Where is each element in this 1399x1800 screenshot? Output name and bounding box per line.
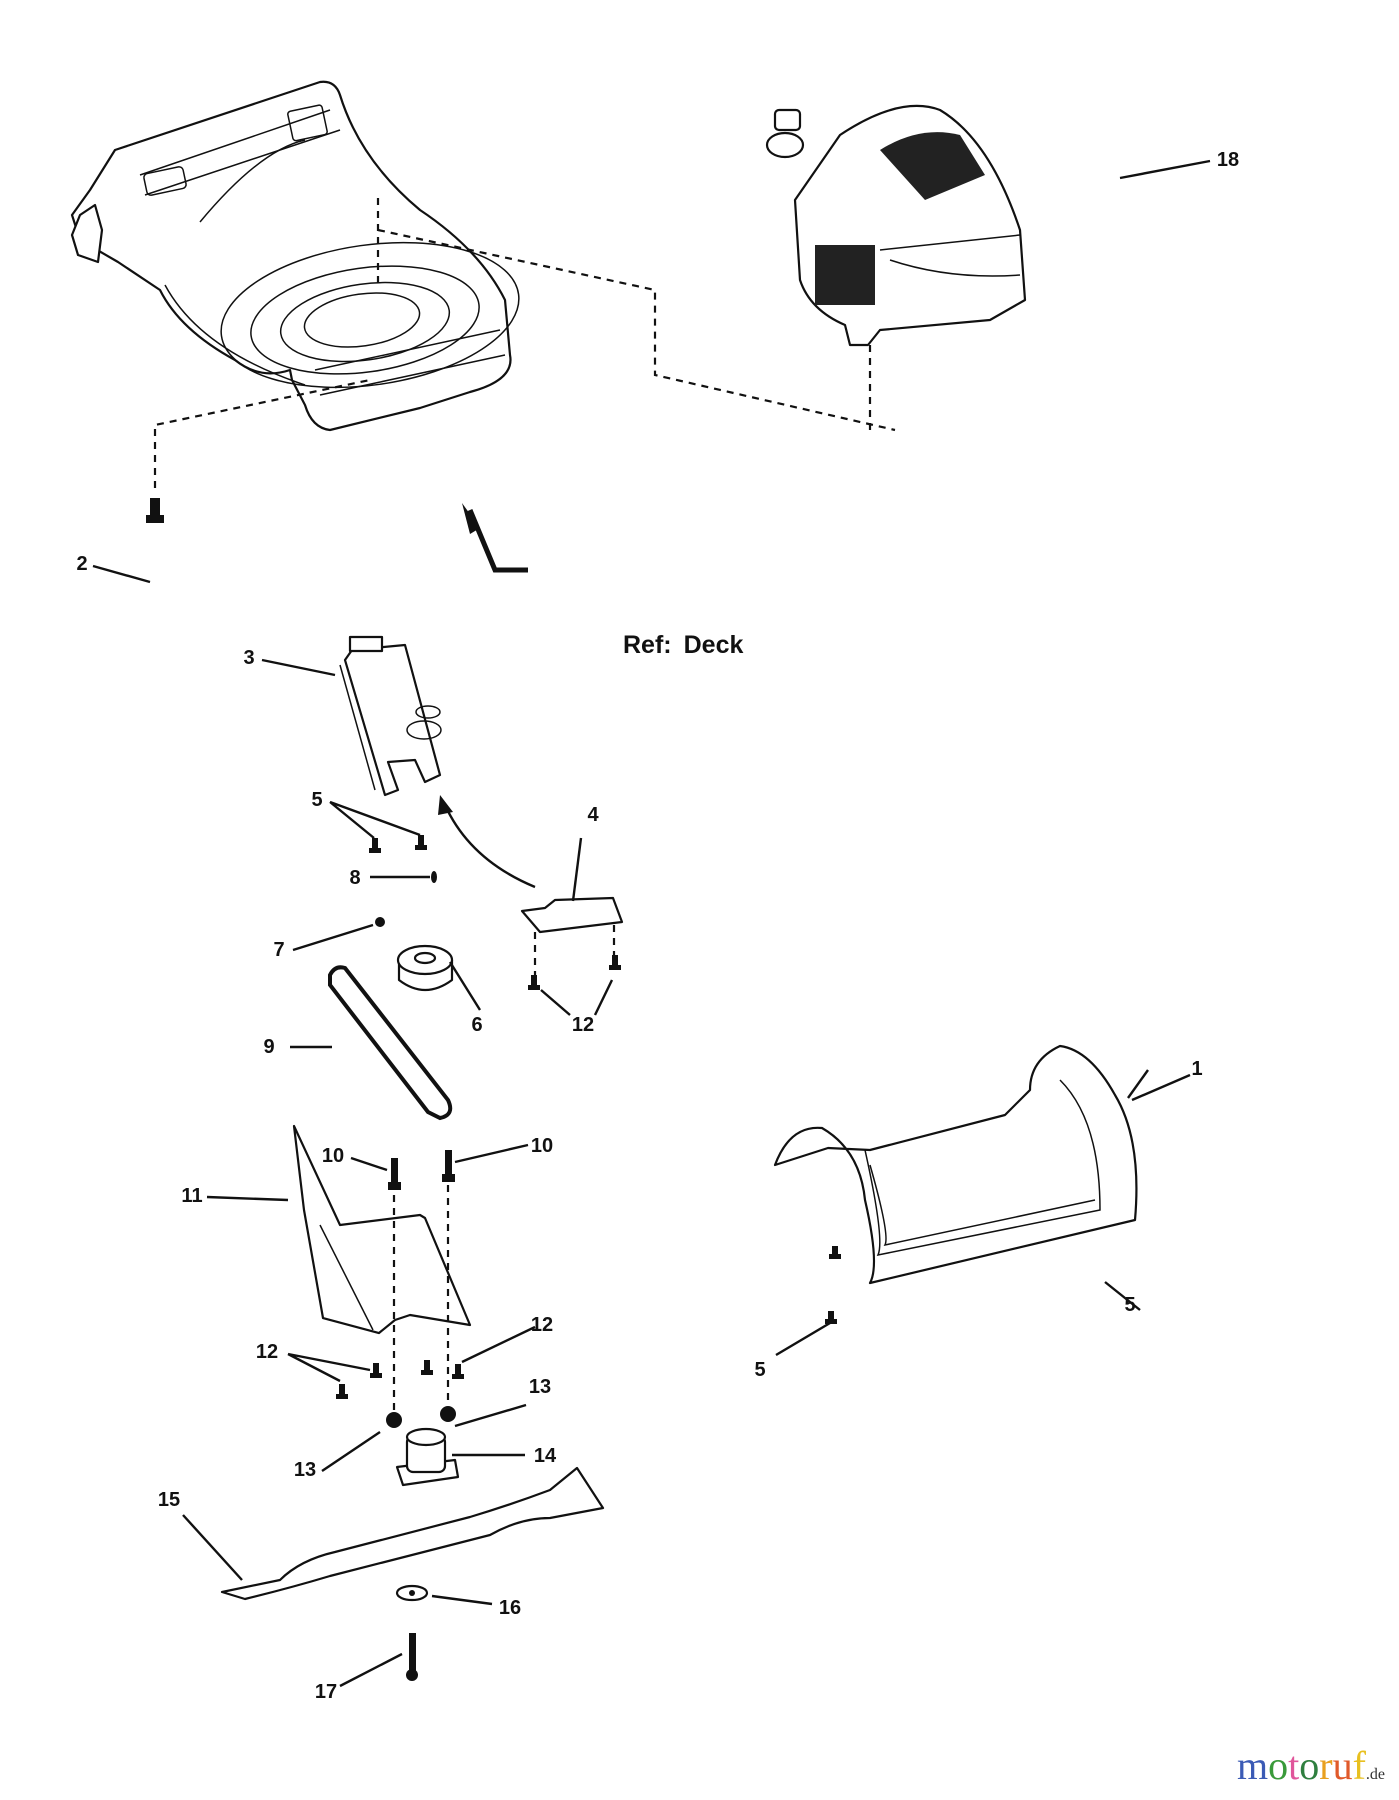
watermark-letter: o — [1299, 1743, 1320, 1788]
deck-housing — [70, 80, 520, 432]
callout-11: 11 — [181, 1185, 203, 1207]
leader-lines — [92, 159, 1211, 1688]
callout-14: 14 — [533, 1445, 557, 1467]
guard-plate — [520, 896, 624, 934]
callout-12: 12 — [571, 1014, 595, 1036]
callout-15: 15 — [157, 1489, 181, 1511]
screws — [336, 835, 841, 1428]
blade-bolt — [406, 1633, 418, 1681]
callout-6: 6 — [471, 1014, 483, 1036]
rear-trim-cover — [773, 1044, 1138, 1285]
callout-8: 8 — [349, 867, 361, 889]
blade-adapter — [395, 1427, 460, 1487]
bolts-10 — [388, 1150, 455, 1190]
callout-13: 13 — [293, 1459, 317, 1481]
watermark-letter: o — [1268, 1743, 1289, 1788]
reference-name: Deck — [683, 631, 744, 659]
callout-5: 5 — [754, 1359, 766, 1381]
callout-12: 12 — [255, 1341, 279, 1363]
callout-3: 3 — [243, 647, 255, 669]
callout-9: 9 — [263, 1036, 275, 1058]
callout-4: 4 — [587, 804, 599, 826]
watermark-letter: t — [1288, 1743, 1300, 1788]
watermark-letter: u — [1332, 1743, 1353, 1788]
blade — [220, 1466, 605, 1601]
callout-12: 12 — [530, 1314, 554, 1336]
callout-5: 5 — [311, 789, 323, 811]
watermark-suffix: .de — [1365, 1766, 1385, 1783]
callout-10: 10 — [530, 1135, 554, 1157]
callout-1: 1 — [1191, 1058, 1203, 1080]
reference-prefix: Ref: — [623, 631, 672, 659]
callout-17: 17 — [314, 1681, 338, 1703]
watermark-letter: m — [1236, 1743, 1269, 1788]
reference-label: Ref: Deck — [623, 631, 755, 660]
watermark-letter: f — [1352, 1743, 1366, 1788]
callout-18: 18 — [1216, 149, 1240, 171]
drive-bracket — [339, 635, 442, 797]
belt — [328, 965, 453, 1121]
watermark-letter: r — [1319, 1743, 1333, 1788]
callout-10: 10 — [321, 1145, 345, 1167]
callout-2: 2 — [76, 553, 88, 575]
watermark-letters: motoruf — [1237, 1743, 1366, 1788]
pulley — [396, 944, 454, 992]
engine — [765, 104, 1027, 347]
callout-13: 13 — [528, 1376, 552, 1398]
callout-16: 16 — [498, 1597, 522, 1619]
callout-7: 7 — [273, 939, 285, 961]
belt-cover — [292, 1124, 472, 1335]
bolt-2 — [146, 498, 164, 523]
watermark-logo: motoruf.de — [1237, 1746, 1385, 1786]
callout-5: 5 — [1124, 1294, 1136, 1316]
